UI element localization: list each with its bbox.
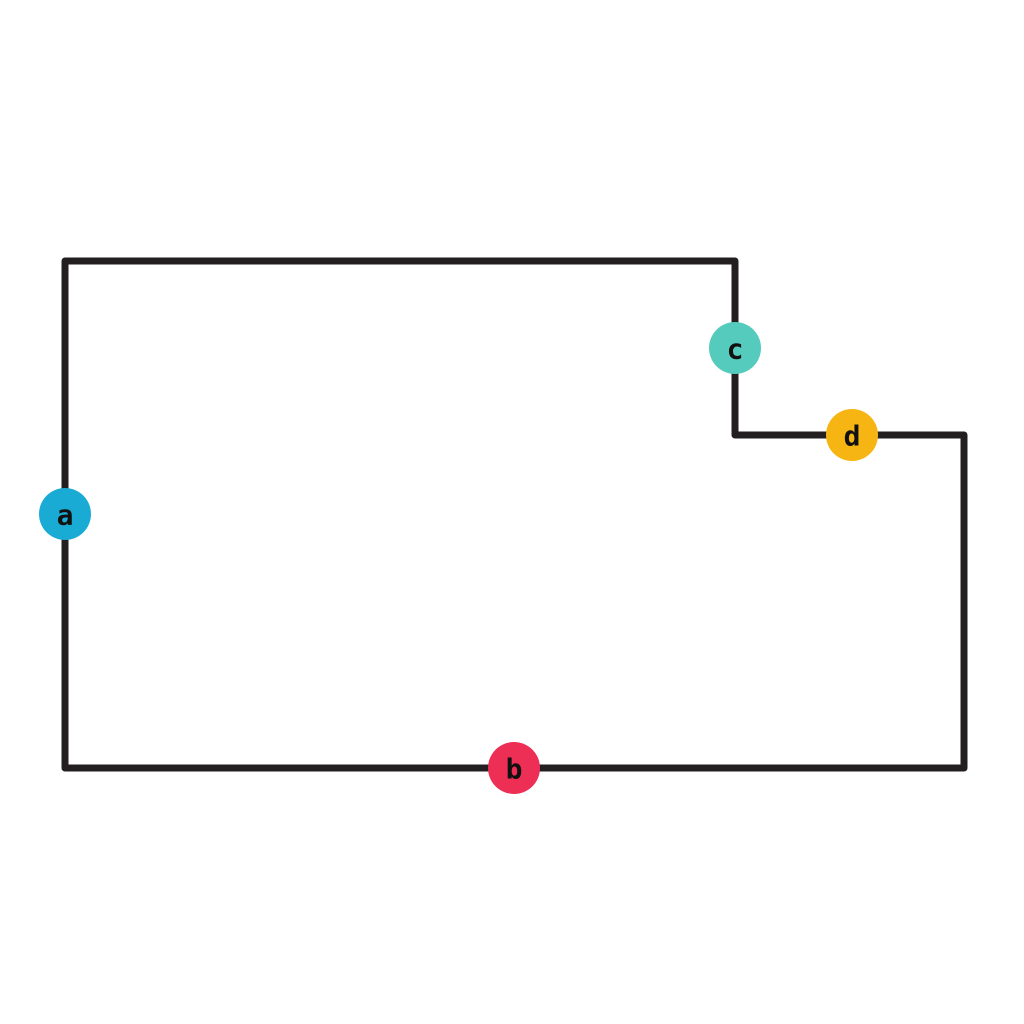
label-b-text: b <box>506 753 523 786</box>
label-d-marker <box>826 409 878 461</box>
label-d-text: d <box>844 420 861 453</box>
label-a-text: a <box>57 499 74 532</box>
label-a-marker <box>39 488 91 540</box>
label-b-marker <box>488 742 540 794</box>
side-label-c: c <box>709 322 761 374</box>
side-label-a: a <box>39 488 91 540</box>
side-label-d: d <box>826 409 878 461</box>
shape-outline <box>61 257 968 772</box>
label-c-text: c <box>727 333 744 366</box>
side-label-b: b <box>488 742 540 794</box>
label-c-marker <box>709 322 761 374</box>
